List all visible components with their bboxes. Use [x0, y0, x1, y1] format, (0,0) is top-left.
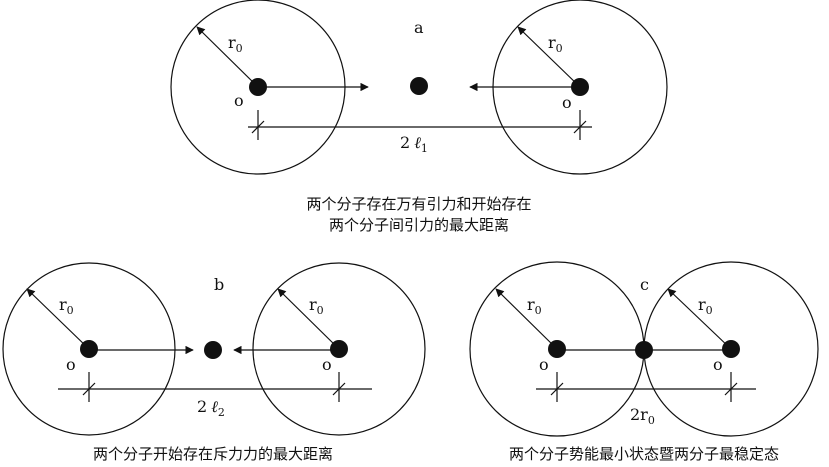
panel-a-dim-slash-left — [251, 120, 265, 134]
panel-a-caption-line-1: 两个分子存在万有引力和开始存在 — [306, 195, 531, 213]
panel-b-left-radius-label: r0 — [59, 295, 74, 317]
panel-c-right-radius-arrow — [667, 288, 732, 350]
panel-c-letter: c — [640, 275, 649, 294]
panel-b-left-molecule-sphere — [2, 262, 176, 436]
panel-a-right-origin-label: o — [562, 93, 572, 112]
panel-b-left-origin-label: o — [66, 355, 76, 374]
panel-a-middle-molecule — [410, 77, 428, 95]
panel-c-right-molecule-center — [722, 340, 740, 358]
panel-c-right-radius-label: r0 — [698, 295, 713, 317]
panel-c-left-radius-arrow — [495, 288, 558, 350]
panel-c-left-molecule-center — [548, 340, 566, 358]
panel-b-dim-slash-left — [82, 382, 96, 396]
panel-a-right-radius-arrow — [517, 26, 581, 88]
panel-b-caption: 两个分子开始存在斥力力的最大距离 — [93, 445, 333, 463]
panel-c-dim-slash-right — [724, 382, 738, 396]
panel-a-caption-line-2: 两个分子间引力的最大距离 — [329, 216, 509, 234]
panel-b — [2, 262, 426, 436]
panel-b-right-radius-arrow — [277, 288, 340, 350]
panel-c-left-origin-label: o — [539, 355, 549, 374]
panel-c-caption: 两个分子势能最小状态暨两分子最稳定态 — [509, 445, 779, 463]
panel-a-left-radius-label: r0 — [228, 33, 243, 55]
panel-c-contact-molecule — [635, 341, 653, 359]
panel-a-letter: a — [414, 18, 424, 37]
panel-c-right-origin-label: o — [713, 355, 723, 374]
panel-a-right-radius-label: r0 — [548, 33, 563, 55]
panel-b-middle-molecule — [204, 341, 222, 359]
panel-b-right-molecule-sphere — [252, 262, 426, 436]
panel-a-left-radius-arrow — [196, 26, 259, 88]
panel-c-left-radius-label: r0 — [527, 295, 542, 317]
panel-b-right-origin-label: o — [322, 355, 332, 374]
panel-b-right-radius-label: r0 — [309, 295, 324, 317]
panel-c-distance-label: 2r0 — [630, 405, 655, 427]
panel-a-right-molecule-center — [571, 78, 589, 96]
panel-b-right-molecule-center — [330, 340, 348, 358]
panel-a — [170, 0, 668, 175]
panel-b-left-molecule-center — [80, 340, 98, 358]
panel-b-left-radius-arrow — [26, 288, 90, 350]
panel-b-dim-slash-right — [332, 382, 346, 396]
panel-b-letter: b — [214, 275, 224, 294]
panel-a-left-origin-label: o — [234, 91, 244, 110]
panel-c-dim-slash-left — [550, 382, 564, 396]
panel-a-left-molecule-center — [249, 78, 267, 96]
panel-a-dim-slash-right — [573, 120, 587, 134]
